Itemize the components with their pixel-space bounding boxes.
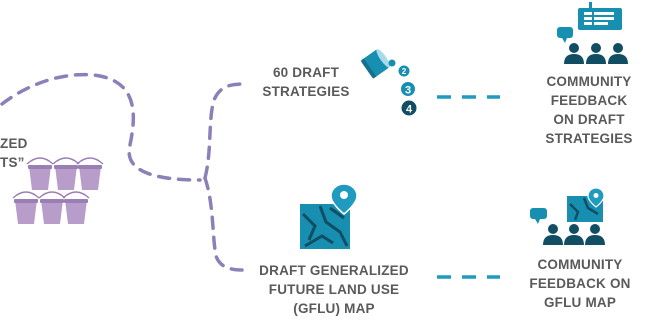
community-feedback-strategies-icon	[557, 2, 628, 64]
bucket-icon	[26, 157, 54, 190]
cf-gflu-line3: GFLU MAP	[543, 295, 617, 310]
drop-2	[398, 65, 410, 77]
bucket-icon	[38, 191, 66, 224]
drop-label-2: 2	[402, 67, 407, 76]
cf-strategies-line4: STRATEGIES	[545, 131, 633, 146]
draft-gflu-line3: (GFLU) MAP	[293, 301, 375, 316]
drop-4	[401, 100, 417, 116]
paint-can-icon	[360, 49, 390, 79]
cf-gflu-line2: FEEDBACK ON	[529, 276, 631, 291]
community-group-icon	[543, 224, 605, 245]
community-feedback-strategies-label: COMMUNITY FEEDBACK ON DRAFT STRATEGIES	[530, 72, 648, 148]
map-pin-icon	[330, 183, 358, 215]
community-feedback-gflu-label: COMMUNITY FEEDBACK ON GFLU MAP	[512, 255, 648, 312]
drop-1	[388, 59, 396, 67]
left-partial-label: ZED TS”	[0, 134, 28, 172]
bucket-icon	[52, 157, 80, 190]
branch-vertical	[203, 82, 247, 180]
community-group-icon	[564, 43, 628, 64]
cf-strategies-line1: COMMUNITY	[546, 74, 632, 89]
map-icon	[300, 183, 358, 249]
drop-label-4: 4	[406, 104, 413, 116]
teal-connectors	[437, 95, 500, 279]
draft-gflu-label: DRAFT GENERALIZED FUTURE LAND USE (GFLU)…	[242, 261, 426, 318]
bucket-icon	[12, 191, 40, 224]
small-map-icon	[567, 187, 605, 222]
purple-connectors	[0, 72, 247, 272]
cf-strategies-line3: ON DRAFT	[553, 112, 625, 127]
draft-strategies-label: 60 DRAFT STRATEGIES	[246, 63, 366, 101]
speech-bubble-icon	[557, 27, 573, 43]
buckets-group	[12, 157, 104, 224]
bucket-icon	[76, 157, 104, 190]
branch-down	[203, 176, 244, 272]
draft-gflu-line2: FUTURE LAND USE	[268, 282, 400, 297]
cf-gflu-line1: COMMUNITY	[537, 257, 623, 272]
document-board-icon	[578, 2, 622, 30]
arc-from-left	[0, 72, 202, 182]
bucket-icon	[62, 191, 90, 224]
numbered-drops: 2 3 4	[388, 59, 417, 116]
draft-strategies-line2: STRATEGIES	[262, 84, 350, 99]
left-partial-label-line2: TS”	[0, 155, 25, 170]
cf-strategies-line2: FEEDBACK	[550, 93, 628, 108]
drop-3	[401, 82, 415, 96]
draft-strategies-line1: 60 DRAFT	[272, 65, 340, 80]
speech-bubble-icon	[530, 208, 547, 224]
community-feedback-gflu-icon	[530, 187, 605, 245]
left-partial-label-line1: ZED	[0, 136, 28, 151]
draft-gflu-line1: DRAFT GENERALIZED	[259, 263, 409, 278]
drop-label-3: 3	[405, 85, 411, 97]
